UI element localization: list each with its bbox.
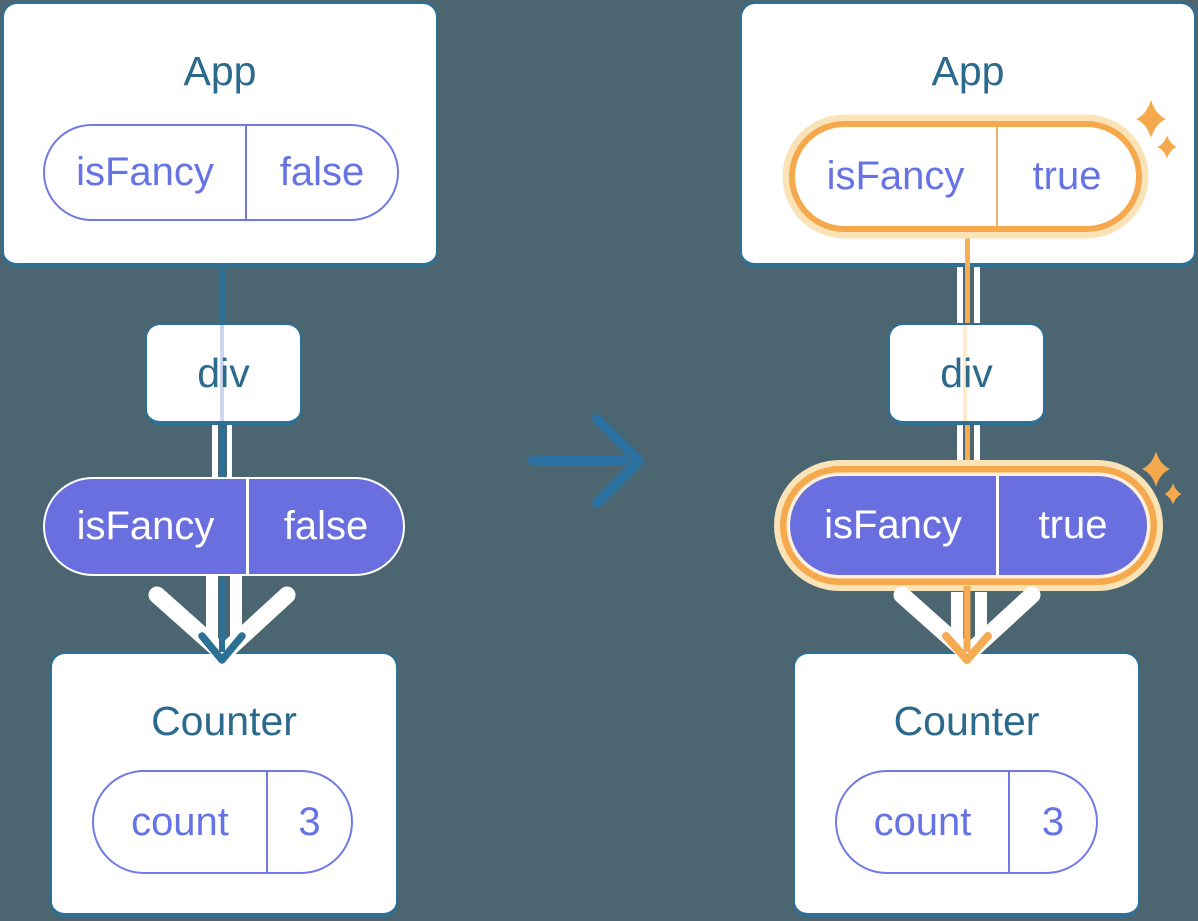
prop-value: true	[1032, 154, 1102, 198]
right-app-title: App	[931, 48, 1005, 94]
right-tube-prop-line	[964, 425, 970, 469]
right-div-label: div	[940, 350, 993, 396]
right-arrow-white-right	[975, 592, 987, 640]
state-key: count	[94, 772, 268, 872]
left-tube-white-left	[212, 425, 218, 477]
prop-value: false	[279, 150, 365, 194]
right-tube0-white-right	[973, 267, 980, 323]
prop-key: isFancy	[45, 126, 247, 219]
right-tube-white-left	[956, 425, 963, 465]
right-div-card: div	[888, 323, 1045, 425]
left-counter-title: Counter	[151, 698, 297, 744]
right-arrow-white-left	[951, 592, 963, 640]
prop-key: isFancy	[790, 476, 999, 575]
sparkle-icon	[1142, 451, 1170, 487]
left-app-prop-pill: isFancy false	[43, 124, 399, 221]
left-div-card: div	[145, 323, 302, 425]
left-arrow-white-left	[206, 576, 218, 640]
right-counter-title: Counter	[893, 698, 1040, 744]
left-div-pass-through-line	[219, 325, 224, 421]
state-value: 3	[298, 799, 321, 844]
right-app-prop-pill-highlighted: isFancy true	[789, 121, 1142, 232]
right-counter-state-pill: count 3	[835, 770, 1098, 874]
left-counter-state-pill: count 3	[92, 770, 353, 874]
right-tube0-prop-line	[964, 267, 970, 323]
right-tube0-white-left	[956, 267, 963, 323]
left-app-title: App	[183, 48, 257, 94]
prop-key: isFancy	[45, 479, 249, 574]
right-div-pass-through-line	[962, 325, 967, 421]
right-tube-white-right	[973, 425, 980, 465]
left-tube-prop-line	[219, 425, 225, 477]
left-passed-prop-pill: isFancy false	[43, 477, 405, 576]
sparkle-icon	[1164, 483, 1182, 505]
left-app-to-div-line	[220, 265, 225, 325]
right-passed-prop-pill-highlighted: isFancy true	[790, 476, 1147, 575]
state-key: count	[837, 772, 1010, 872]
prop-key: isFancy	[795, 127, 998, 226]
state-value: 3	[1041, 799, 1065, 844]
arrow-right-icon	[592, 414, 644, 508]
chevron-down-icon	[893, 586, 1041, 661]
prop-value: false	[283, 504, 369, 548]
left-arrow-white-right	[230, 576, 242, 640]
left-div-label: div	[197, 350, 250, 396]
chevron-down-icon	[148, 586, 296, 661]
prop-value: true	[1038, 503, 1108, 547]
left-tube-white-right	[226, 425, 232, 477]
right-app-prop-line	[964, 225, 970, 267]
